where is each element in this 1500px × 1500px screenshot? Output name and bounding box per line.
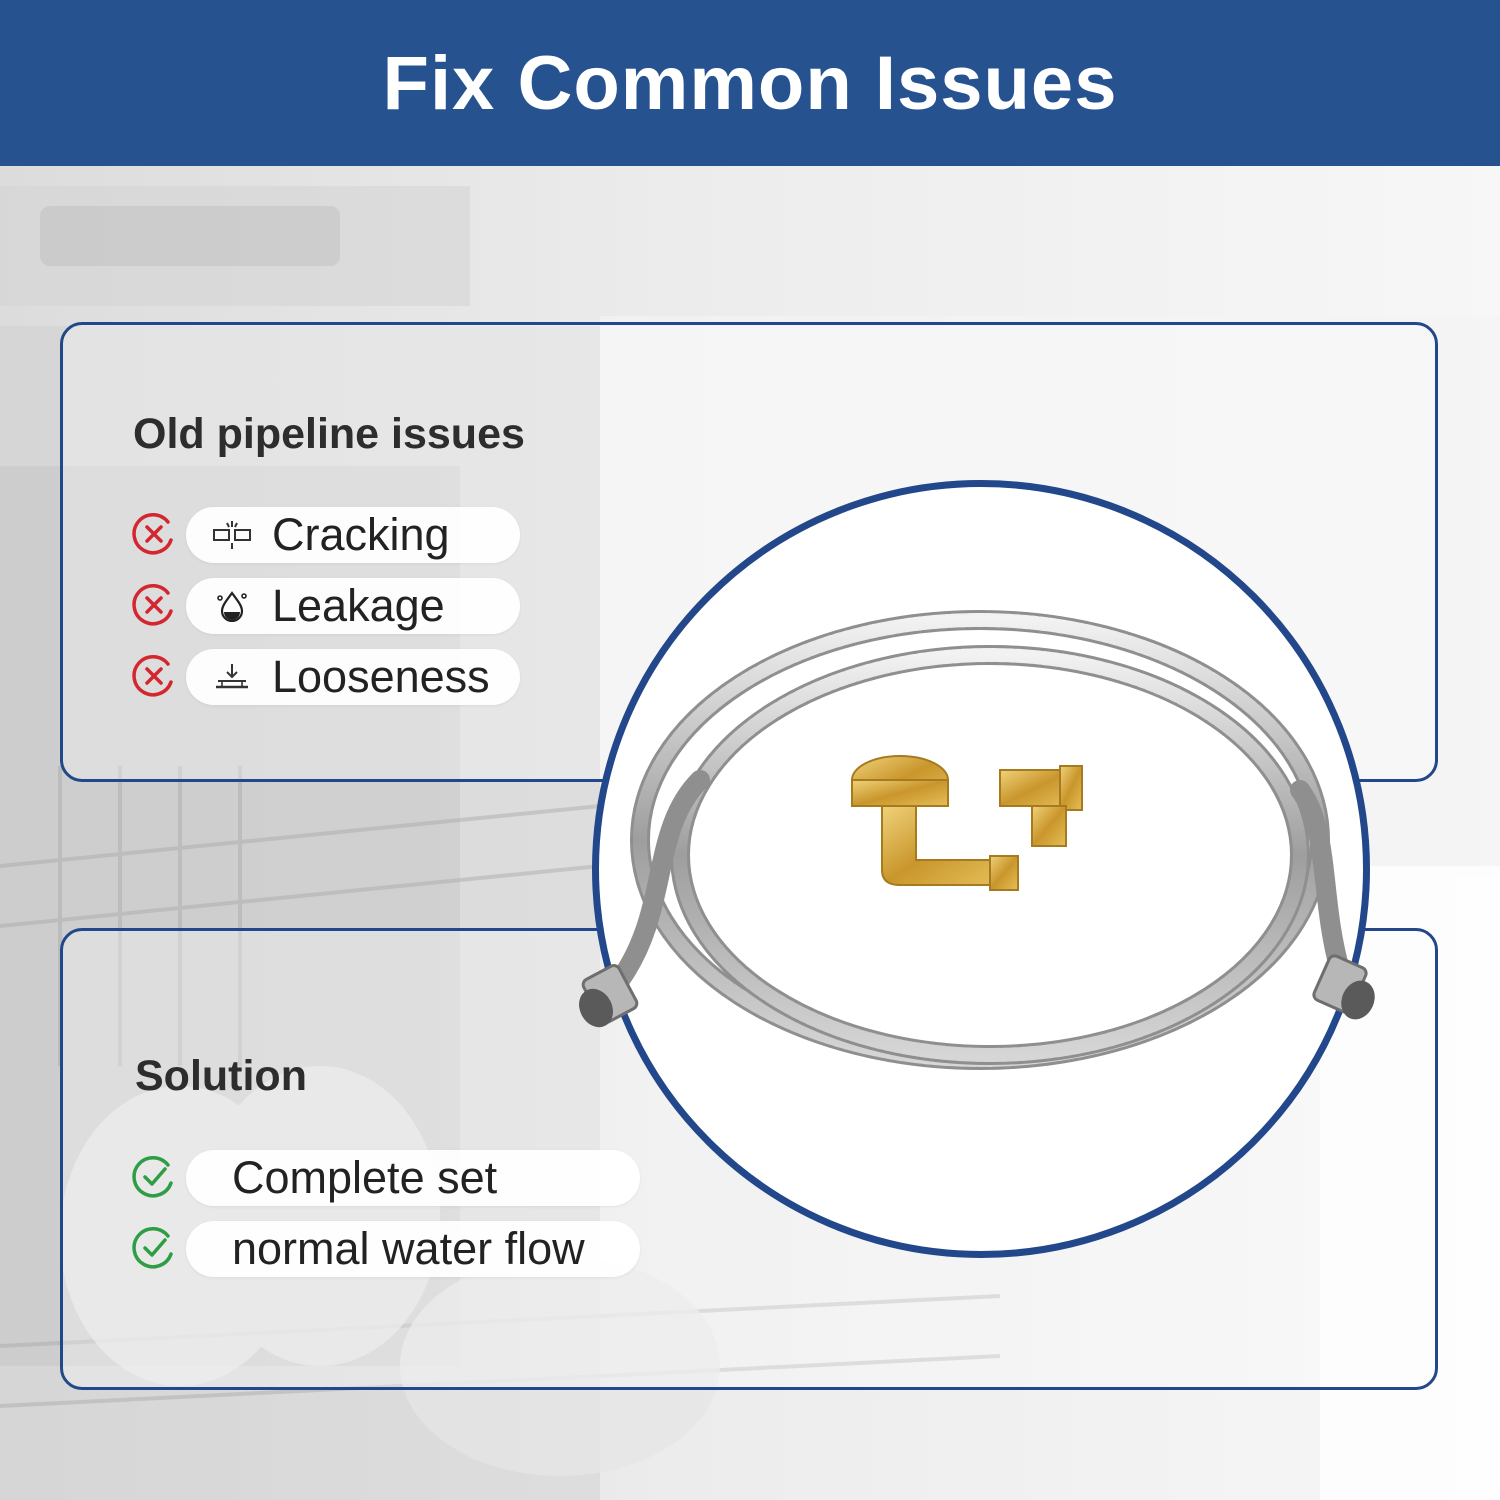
issue-pill: Cracking [186, 507, 520, 563]
page-title: Fix Common Issues [382, 40, 1118, 126]
issue-item-leakage: Leakage [132, 578, 652, 634]
x-circle-icon [132, 655, 173, 697]
solution-pill: Complete set [186, 1150, 640, 1206]
solution-label: Complete set [232, 1152, 498, 1203]
braided-hose-icon [579, 610, 1375, 1070]
brass-elbow-icon [999, 765, 1083, 847]
water-drop-icon [217, 591, 247, 622]
check-circle-icon [132, 1156, 173, 1198]
issues-title: Old pipeline issues [133, 410, 525, 458]
x-circle-icon [132, 513, 173, 555]
brass-fitting-icon [851, 755, 1019, 891]
header-banner: Fix Common Issues [0, 0, 1500, 166]
issue-label: Cracking [272, 509, 450, 560]
solution-item-water-flow: normal water flow [132, 1221, 652, 1277]
solution-pill: normal water flow [186, 1221, 640, 1277]
issue-item-looseness: Looseness [132, 649, 652, 705]
issue-item-cracking: Cracking [132, 507, 652, 563]
check-circle-icon [132, 1227, 173, 1269]
issue-label: Looseness [272, 651, 490, 702]
solution-item-complete-set: Complete set [132, 1150, 652, 1206]
loose-fitting-icon [216, 664, 248, 689]
solution-title: Solution [135, 1052, 307, 1100]
broken-pipe-icon [213, 521, 251, 549]
issue-pill: Leakage [186, 578, 520, 634]
issue-label: Leakage [272, 580, 445, 631]
x-circle-icon [132, 584, 173, 626]
kitchen-background [0, 166, 1500, 1500]
solution-label: normal water flow [232, 1223, 585, 1274]
issue-pill: Looseness [186, 649, 520, 705]
